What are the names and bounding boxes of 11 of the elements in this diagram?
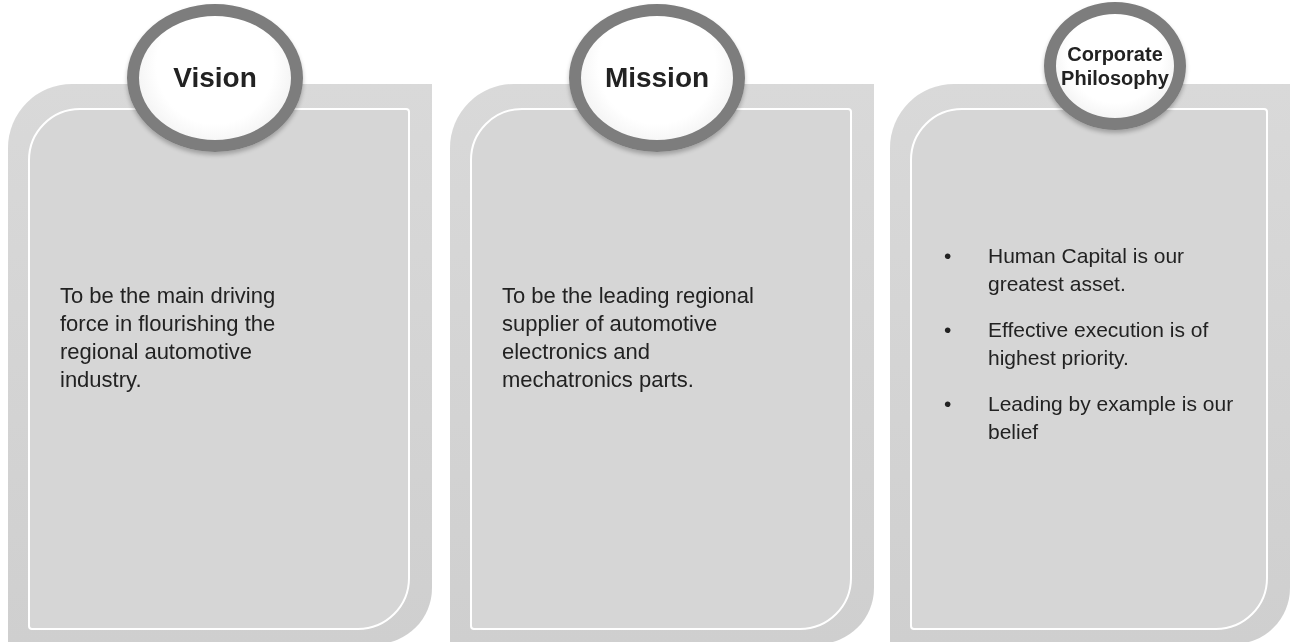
bullet-text: Human Capital is our greatest asset.: [988, 243, 1186, 297]
bullet-mark: •: [943, 391, 953, 417]
bullet-mark: •: [943, 317, 953, 343]
heading-text: Corporate Philosophy: [1060, 42, 1170, 90]
bullet-text: Effective execution is of highest priority.: [988, 317, 1210, 371]
body-text: To be the main driving force in flourishing the regional automotive industry.: [60, 282, 277, 394]
body-text: To be the leading regional supplier of automotive electronics and mechatronics parts.: [502, 282, 755, 394]
bullet-mark: •: [943, 243, 953, 269]
bullet-text: Leading by example is our belief: [988, 391, 1235, 445]
heading-text: Mission: [604, 62, 710, 94]
heading-text: Vision: [173, 62, 257, 94]
